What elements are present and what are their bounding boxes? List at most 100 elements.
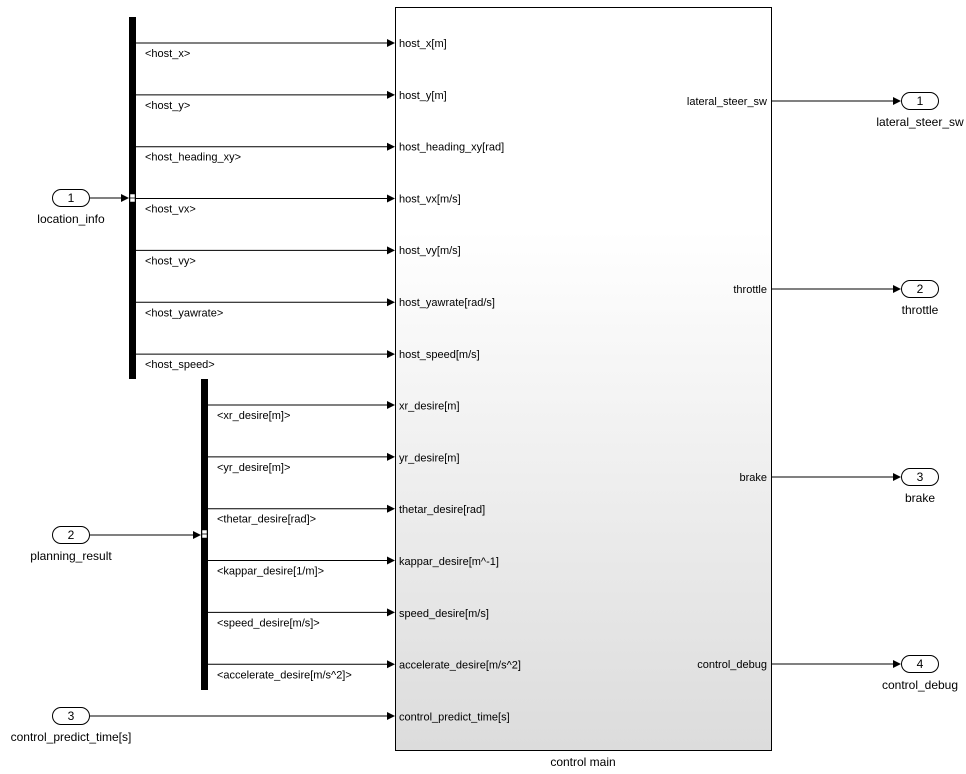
input-port-host-heading-xy-rad: host_heading_xy[rad] bbox=[399, 142, 504, 154]
bus-signal-label: <yr_desire[m]> bbox=[217, 462, 290, 474]
inport-2-planning-result[interactable]: 2 planning_result bbox=[30, 526, 201, 564]
inport-number: 1 bbox=[68, 191, 75, 205]
inport-3-control-predict-time[interactable]: 3 control_predict_time[s] bbox=[11, 707, 132, 745]
outport-3-brake[interactable]: 3 brake bbox=[901, 468, 939, 506]
bus-signal-label: <host_speed> bbox=[145, 359, 215, 371]
inport-name-label: control_predict_time[s] bbox=[11, 730, 132, 744]
bus-signal-host-x[interactable]: <host_x> bbox=[136, 39, 395, 60]
bus-signal-label: <kappar_desire[1/m]> bbox=[217, 566, 324, 578]
outport-2-throttle[interactable]: 2 throttle bbox=[901, 280, 939, 318]
inport-oval[interactable] bbox=[52, 526, 90, 544]
input-port-host-vy-m-s: host_vy[m/s] bbox=[399, 245, 461, 257]
output-port-control-debug: control_debug bbox=[697, 659, 767, 671]
signal-arrowhead bbox=[387, 608, 395, 617]
outport-oval[interactable] bbox=[901, 280, 939, 298]
signal-arrowhead bbox=[893, 97, 901, 105]
bus-signal-yr-desire-m[interactable]: <yr_desire[m]> bbox=[208, 452, 395, 474]
signal-arrowhead bbox=[893, 285, 901, 293]
signal-arrowhead bbox=[387, 39, 395, 47]
bus-signal-host-y[interactable]: <host_y> bbox=[136, 90, 395, 112]
input-port-accelerate-desire-m-s-2: accelerate_desire[m/s^2] bbox=[399, 660, 521, 672]
subsystem-input-port-labels: host_x[m]host_y[m]host_heading_xy[rad]ho… bbox=[399, 38, 521, 723]
signal-arrowhead bbox=[387, 504, 395, 513]
outport-number: 2 bbox=[917, 282, 924, 296]
inport-oval[interactable] bbox=[52, 189, 90, 207]
inport-1-location-info[interactable]: 1 location_info bbox=[37, 189, 129, 227]
input-port-xr-desire-m: xr_desire[m] bbox=[399, 401, 460, 413]
signal-arrowhead bbox=[387, 194, 395, 203]
signal-arrowhead bbox=[387, 401, 395, 409]
bus-signal-thetar-desire-rad[interactable]: <thetar_desire[rad]> bbox=[208, 504, 395, 526]
bus-signal-label: <host_yawrate> bbox=[145, 307, 223, 319]
output-port-throttle: throttle bbox=[733, 284, 767, 296]
bus-signal-label: <host_vy> bbox=[145, 255, 196, 267]
input-port-control-predict-time-s: control_predict_time[s] bbox=[399, 711, 510, 723]
bus-signal-label: <thetar_desire[rad]> bbox=[217, 514, 316, 526]
outport-number: 1 bbox=[917, 94, 924, 108]
input-port-yr-desire-m: yr_desire[m] bbox=[399, 452, 460, 464]
output-signal-brake[interactable] bbox=[771, 473, 901, 481]
output-port-lateral-steer-sw: lateral_steer_sw bbox=[687, 96, 767, 108]
signal-arrowhead bbox=[387, 660, 395, 669]
outport-number: 3 bbox=[917, 470, 924, 484]
input-port-host-vx-m-s: host_vx[m/s] bbox=[399, 193, 461, 205]
inport-oval[interactable] bbox=[52, 707, 90, 725]
bus-signal-host-yawrate[interactable]: <host_yawrate> bbox=[136, 298, 395, 319]
bus-signal-kappar-desire-1-m[interactable]: <kappar_desire[1/m]> bbox=[208, 556, 395, 578]
signal-arrowhead bbox=[387, 452, 395, 461]
bus-signal-label: <host_vx> bbox=[145, 204, 196, 216]
signal-arrowhead bbox=[893, 473, 901, 481]
signal-arrowhead bbox=[387, 246, 395, 255]
signal-control-predict-time[interactable] bbox=[90, 712, 395, 720]
outport-oval[interactable] bbox=[901, 468, 939, 486]
input-port-host-yawrate-rad-s: host_yawrate[rad/s] bbox=[399, 297, 495, 309]
signal-arrowhead bbox=[387, 556, 395, 565]
input-port-host-speed-m-s: host_speed[m/s] bbox=[399, 349, 480, 361]
outport-name-label: control_debug bbox=[882, 678, 958, 692]
input-port-host-y-m: host_y[m] bbox=[399, 90, 447, 102]
bus-signal-host-vx[interactable]: <host_vx> bbox=[136, 194, 395, 216]
signal-arrowhead bbox=[387, 142, 395, 151]
bus-signal-label: <accelerate_desire[m/s^2]> bbox=[217, 669, 352, 681]
signal-arrowhead bbox=[387, 350, 395, 359]
bus-signal-accelerate-desire-m-s-2[interactable]: <accelerate_desire[m/s^2]> bbox=[208, 660, 395, 681]
bus-signal-host-heading-xy[interactable]: <host_heading_xy> bbox=[136, 142, 395, 164]
outport-name-label: brake bbox=[905, 491, 935, 505]
subsystem-name-label: control main bbox=[550, 755, 615, 769]
outport-1-lateral-steer-sw[interactable]: 1 lateral_steer_sw bbox=[876, 92, 964, 130]
output-port-brake: brake bbox=[739, 472, 767, 484]
output-signal-control-debug[interactable] bbox=[771, 660, 901, 668]
signal-arrowhead bbox=[387, 90, 395, 99]
bus-signal-label: <speed_desire[m/s]> bbox=[217, 617, 320, 629]
inport-name-label: planning_result bbox=[30, 549, 112, 563]
bus-signal-host-vy[interactable]: <host_vy> bbox=[136, 246, 395, 267]
inport-number: 2 bbox=[68, 528, 75, 542]
bus-signal-label: <xr_desire[m]> bbox=[217, 410, 290, 422]
output-signal-lateral-steer-sw[interactable] bbox=[771, 97, 901, 105]
signal-arrowhead bbox=[193, 531, 201, 539]
outport-oval[interactable] bbox=[901, 92, 939, 110]
bus-selector-planning[interactable] bbox=[201, 379, 208, 690]
bus-selector-location[interactable] bbox=[129, 17, 136, 379]
bus-signal-host-speed[interactable]: <host_speed> bbox=[136, 350, 395, 371]
outport-name-label: throttle bbox=[902, 303, 939, 317]
signal-arrowhead bbox=[121, 194, 129, 202]
input-port-speed-desire-m-s: speed_desire[m/s] bbox=[399, 608, 489, 620]
output-signal-throttle[interactable] bbox=[771, 285, 901, 293]
subsystem-box[interactable] bbox=[395, 7, 772, 751]
bus-signal-label: <host_x> bbox=[145, 48, 190, 60]
bus-signal-lines: <host_x> <host_y> <host_heading_xy> <host_v… bbox=[90, 39, 395, 720]
inport-number: 3 bbox=[68, 709, 75, 723]
bus-signal-label: <host_y> bbox=[145, 100, 190, 112]
bus-signal-speed-desire-m-s[interactable]: <speed_desire[m/s]> bbox=[208, 608, 395, 629]
outport-name-label: lateral_steer_sw bbox=[876, 115, 964, 129]
signal-arrowhead bbox=[387, 298, 395, 307]
inport-name-label: location_info bbox=[37, 212, 105, 226]
outport-oval[interactable] bbox=[901, 655, 939, 673]
bus-signal-xr-desire-m[interactable]: <xr_desire[m]> bbox=[208, 401, 395, 422]
input-port-kappar-desire-m-1: kappar_desire[m^-1] bbox=[399, 556, 499, 568]
control-main-subsystem-block[interactable]: control main bbox=[395, 7, 772, 770]
input-port-thetar-desire-rad: thetar_desire[rad] bbox=[399, 504, 485, 516]
subsystem-output-ports: lateral_steer_sw throttle brake control_deb… bbox=[687, 92, 964, 693]
